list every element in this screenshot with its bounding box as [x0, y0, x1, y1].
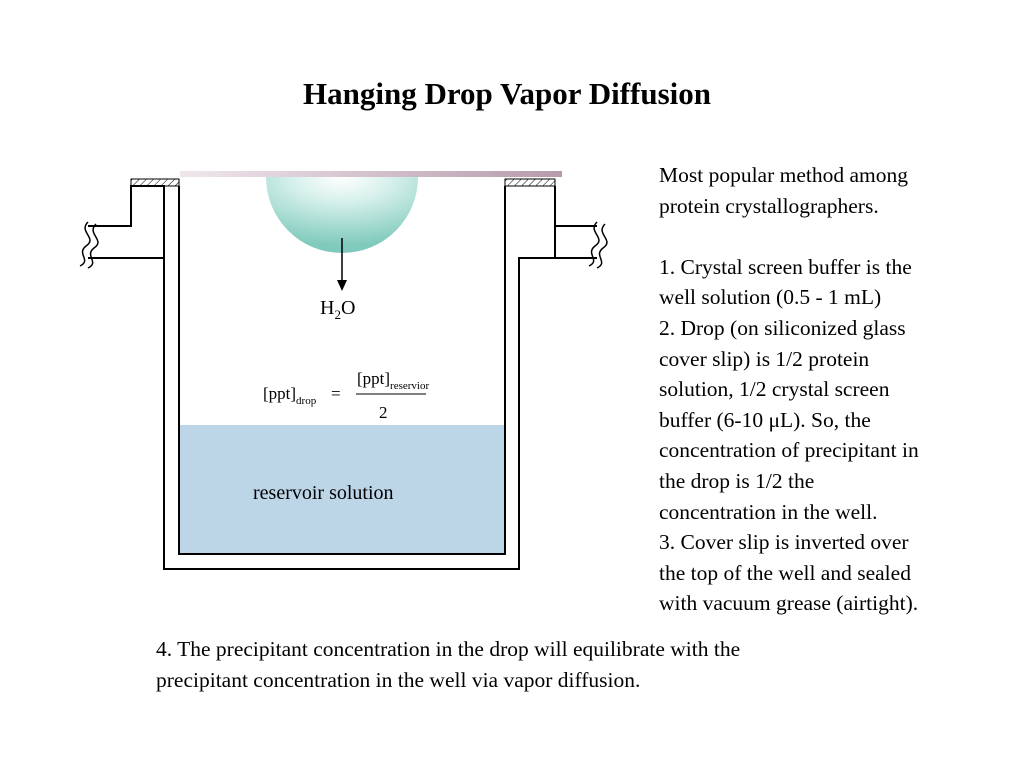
grease-seal-right	[504, 178, 556, 187]
grease-seal-left	[130, 178, 180, 187]
hanging-drop	[266, 177, 418, 253]
item-1-line: 1. Crystal screen buffer is the	[659, 254, 912, 279]
note-line: precipitant concentration in the well vi…	[156, 668, 641, 692]
reservoir-solution	[180, 425, 504, 554]
svg-text:2: 2	[379, 403, 388, 422]
slide-title: Hanging Drop Vapor Diffusion	[302, 76, 711, 111]
well-walls	[88, 185, 597, 570]
svg-text:[ppt]drop: [ppt]drop	[263, 384, 317, 407]
item-3-line: with vacuum grease (airtight).	[659, 591, 919, 616]
hanging-drop-diagram: H2O [ppt]drop = [ppt]reservior 2 reservo…	[79, 171, 608, 570]
item-2-line: the drop is 1/2 the	[659, 468, 815, 493]
note-line: 4. The precipitant concentration in the …	[156, 637, 741, 661]
item-2-line: concentration of precipitant in	[659, 438, 919, 463]
break-marks	[79, 221, 608, 269]
concentration-equation: [ppt]drop = [ppt]reservior 2	[263, 369, 429, 422]
diffusion-arrow	[337, 238, 347, 291]
item-2-line: 2. Drop (on siliconized glass	[659, 315, 906, 340]
svg-text:[ppt]reservior: [ppt]reservior	[357, 369, 429, 392]
svg-text:=: =	[331, 384, 341, 403]
item-2-line: cover slip) is 1/2 protein	[659, 346, 870, 371]
item-3-line: the top of the well and sealed	[659, 560, 911, 585]
item-2-line: buffer (6-10 μL). So, the	[659, 407, 871, 432]
intro-line: protein crystallographers.	[659, 193, 879, 218]
item-2-line: solution, 1/2 crystal screen	[659, 377, 890, 402]
item-1-line: well solution (0.5 - 1 mL)	[659, 285, 882, 310]
method-description: Most popular method among protein crysta…	[659, 160, 979, 619]
reservoir-label: reservoir solution	[253, 482, 394, 504]
item-2-line: concentration in the well.	[659, 499, 878, 524]
water-label: H2O	[320, 297, 355, 322]
equilibration-note: 4. The precipitant concentration in the …	[156, 634, 916, 696]
intro-line: Most popular method among	[659, 163, 909, 187]
cover-slip	[180, 171, 562, 177]
item-3-line: 3. Cover slip is inverted over	[659, 530, 909, 555]
